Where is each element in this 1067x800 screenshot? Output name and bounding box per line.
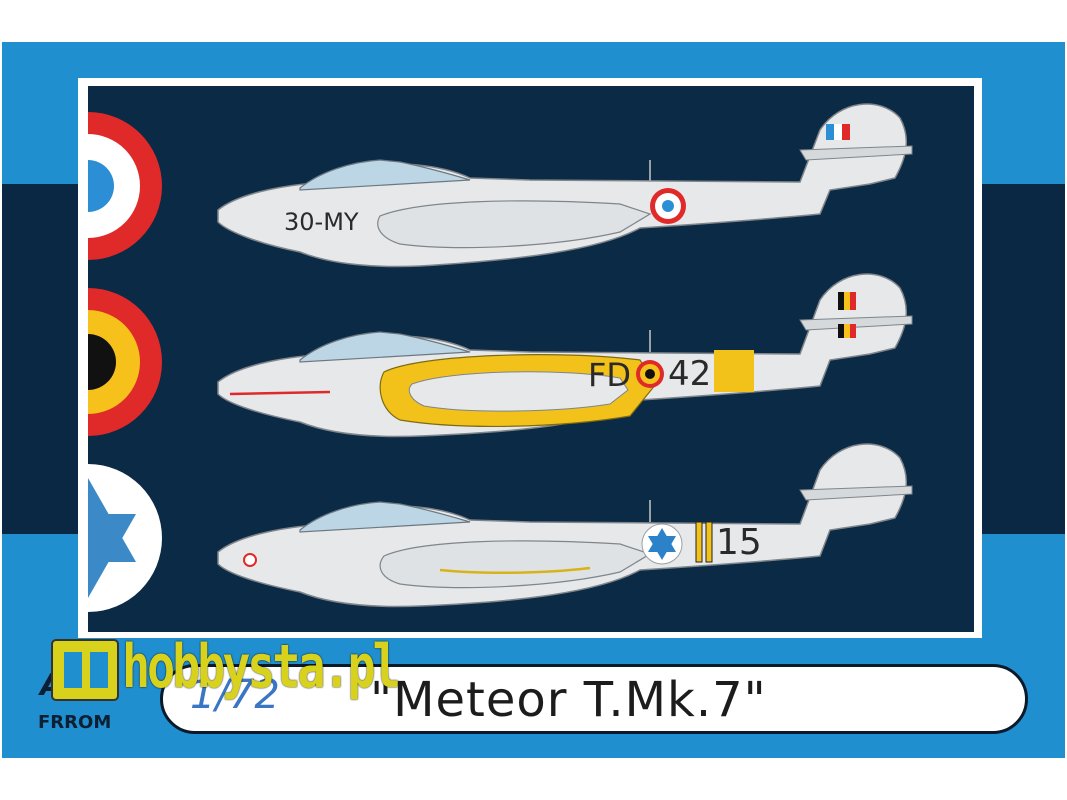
watermark-logo-icon [51, 639, 119, 701]
product-title: "Meteor T.Mk.7" [370, 672, 767, 728]
brand-sub-label: FRROM [38, 712, 112, 733]
marking-aircraft-2-right: 42 [668, 354, 712, 394]
france-fuselage-roundel-icon [650, 188, 686, 224]
belgium-roundel-icon [88, 288, 162, 436]
belgium-fin-flash-icon [838, 292, 856, 338]
scale-label: 1/72 [190, 672, 280, 718]
aircraft-france [217, 103, 913, 268]
belgium-fuselage-roundel-icon [636, 360, 664, 388]
israel-fuselage-star-icon [641, 523, 683, 565]
title-banner [160, 664, 1028, 734]
israel-star-icon [88, 464, 162, 612]
watermark-text: hobbysta.pl [122, 632, 401, 702]
france-fin-flash-icon [826, 124, 850, 140]
marking-aircraft-2-left: FD [588, 356, 632, 394]
france-roundel-icon [88, 112, 162, 260]
marking-aircraft-1: 30-MY [284, 208, 359, 236]
marking-aircraft-3: 15 [716, 522, 762, 563]
aircraft-belgium [217, 273, 913, 438]
aircraft-israel [217, 443, 913, 608]
